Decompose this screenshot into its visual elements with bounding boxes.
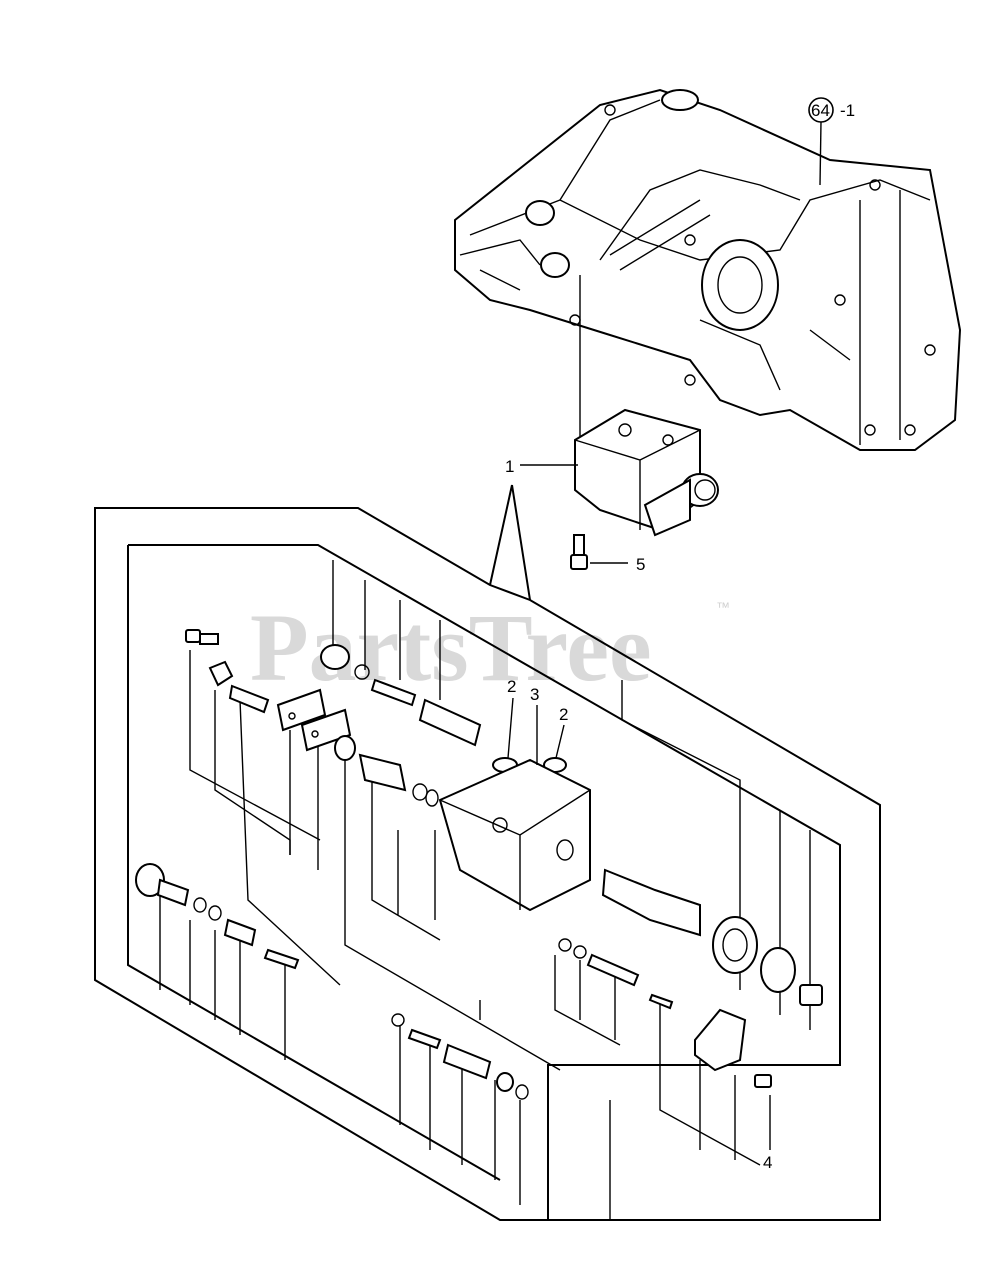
callout-64-suffix: -1 (840, 101, 855, 120)
valve-assembly (574, 408, 719, 537)
callout-2a-label: 2 (507, 677, 516, 696)
callout-4-label: 4 (763, 1153, 772, 1172)
watermark-text: PartsTree (250, 594, 652, 701)
exploded-outer-frame (94, 507, 881, 1221)
bolt-5 (570, 534, 588, 570)
callout-5-label: 5 (636, 555, 645, 574)
exploded-parts (135, 629, 823, 1100)
hydraulic-housing (454, 88, 962, 451)
watermark-trademark: ™ (716, 599, 730, 615)
callout-2b-label: 2 (559, 705, 568, 724)
callout-1-label: 1 (505, 457, 514, 476)
exploded-inner-frame (127, 544, 841, 1220)
callout-64-label: 64 (811, 101, 830, 120)
callout-3-label: 3 (530, 685, 539, 704)
leader-lines (159, 560, 811, 1220)
